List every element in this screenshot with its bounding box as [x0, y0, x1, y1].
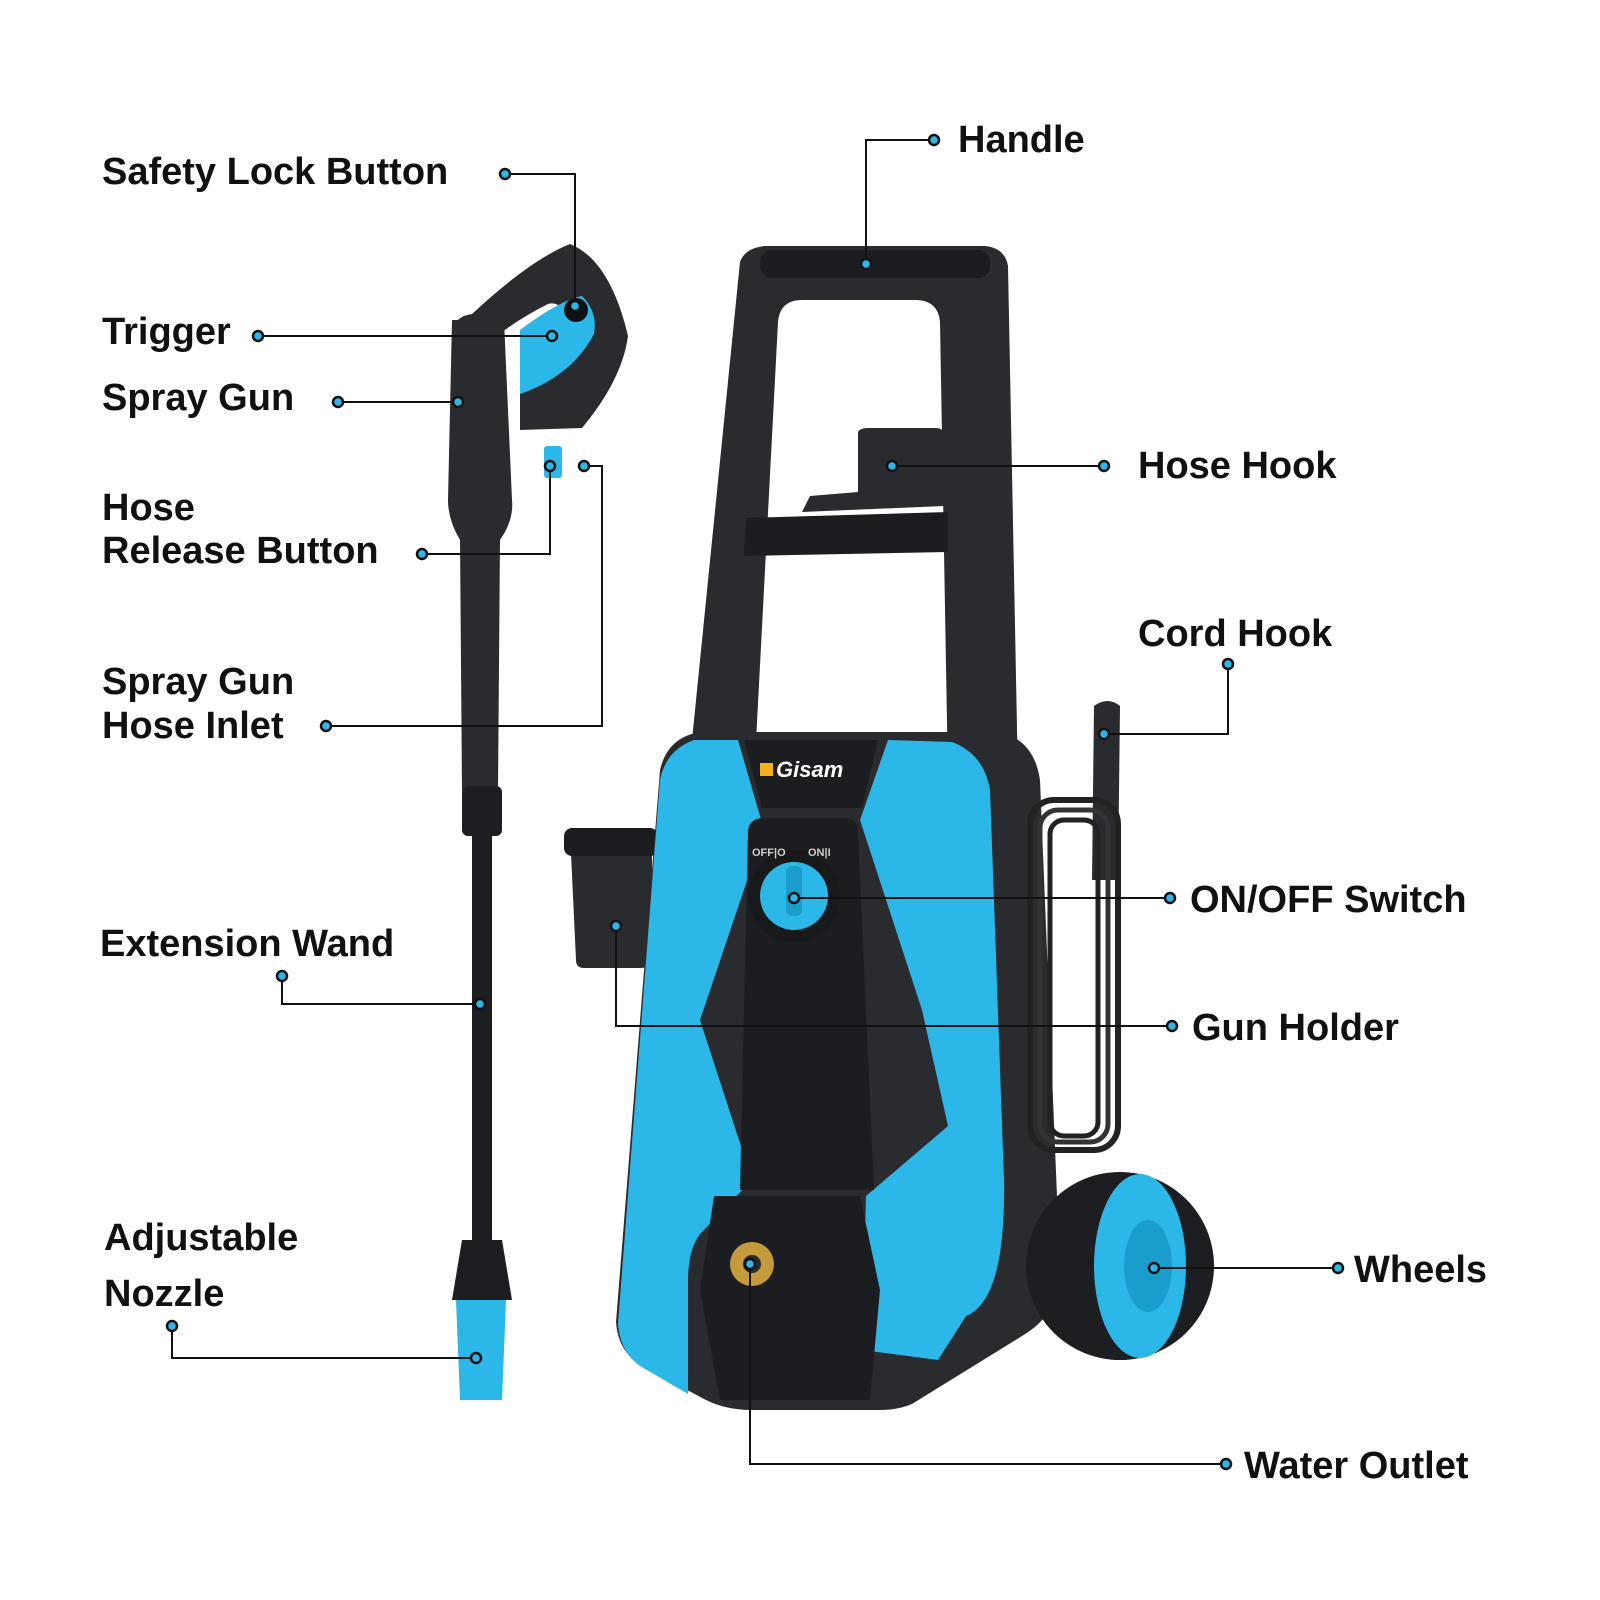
coiled-cord	[1027, 797, 1121, 1153]
leader-gun-holder	[615, 926, 1172, 1027]
pressure-washer-illustration: Gisam OFF|O ON|I	[564, 246, 1214, 1410]
leader-hose-inlet	[326, 465, 603, 727]
label-water-outlet: Water Outlet	[1244, 1445, 1469, 1487]
wheel-hub-inner	[1124, 1220, 1172, 1312]
brand-logo: Gisam	[776, 757, 843, 782]
label-spray-gun-hose-inlet-line1: Spray Gun	[102, 661, 294, 703]
leader-safety-lock	[505, 173, 576, 306]
leader-handle	[865, 139, 934, 264]
leader-lines	[171, 139, 1338, 1465]
machine-crossbar	[744, 512, 948, 556]
label-on-off-switch: ON/OFF Switch	[1190, 879, 1467, 921]
gun-handle-loop	[452, 244, 628, 430]
gun-holder-cup	[570, 832, 652, 968]
label-handle: Handle	[958, 119, 1085, 161]
label-hose-release-button-line1: Hose	[102, 487, 195, 529]
label-cord-hook: Cord Hook	[1138, 613, 1333, 655]
leader-nozzle	[171, 1326, 476, 1359]
machine-handle-frame	[688, 246, 1018, 780]
label-hose-hook: Hose Hook	[1138, 445, 1337, 487]
switch-on-label: ON|I	[808, 847, 831, 859]
label-trigger: Trigger	[102, 311, 231, 353]
label-wheels: Wheels	[1354, 1249, 1487, 1291]
leader-hose-release	[422, 466, 551, 555]
gun-connector	[462, 786, 502, 836]
machine-shell-left	[618, 740, 764, 1394]
handle-grip	[760, 250, 990, 278]
extension-wand-shape	[472, 834, 492, 1244]
leader-extension-wand	[281, 976, 480, 1005]
adjustable-nozzle-shape[interactable]	[456, 1300, 506, 1400]
switch-knob-ridge	[786, 866, 802, 916]
leader-cord-hook	[1104, 664, 1229, 735]
label-safety-lock-button: Safety Lock Button	[102, 151, 448, 193]
brand-panel	[744, 740, 878, 808]
spray-gun-illustration	[448, 244, 628, 1400]
nozzle-collar	[452, 1240, 512, 1300]
brand-logo-mark	[760, 763, 773, 776]
label-hose-release-button-line2: Release Button	[102, 530, 379, 572]
callout-labels: Safety Lock Button Trigger Spray Gun Hos…	[100, 119, 1487, 1487]
gun-holder-rim	[564, 828, 658, 856]
switch-off-label: OFF|O	[752, 847, 786, 859]
outlet-housing	[700, 1196, 880, 1400]
hose-hook-block	[802, 428, 944, 512]
leader-water-outlet	[749, 1264, 1226, 1465]
label-spray-gun: Spray Gun	[102, 377, 294, 419]
callout-dots	[165, 133, 1345, 1471]
label-adjustable-nozzle-line1: Adjustable	[104, 1217, 298, 1259]
label-extension-wand: Extension Wand	[100, 923, 394, 965]
label-spray-gun-hose-inlet-line2: Hose Inlet	[102, 705, 284, 747]
label-adjustable-nozzle-line2: Nozzle	[104, 1273, 224, 1315]
label-gun-holder: Gun Holder	[1192, 1007, 1399, 1049]
machine-shell-right	[860, 740, 1005, 1360]
